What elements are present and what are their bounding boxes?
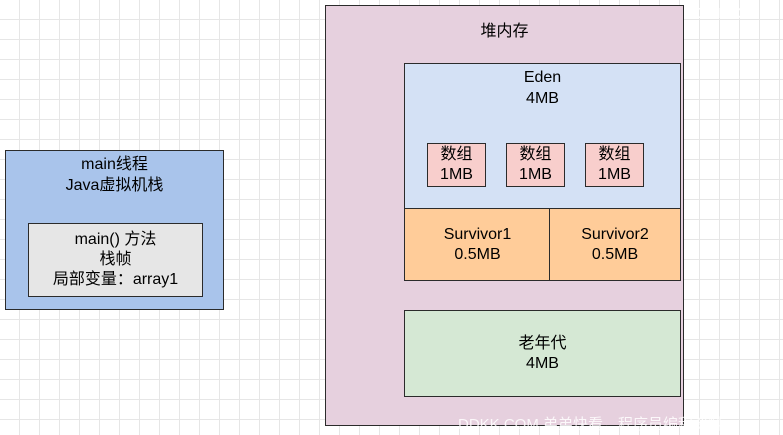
- stack-frame-box: main() 方法 栈帧 局部变量：array1: [28, 223, 203, 297]
- array-box-2: 数组 1MB: [506, 143, 565, 187]
- array-size: 1MB: [440, 166, 473, 183]
- frame-method-label: main() 方法: [74, 231, 157, 248]
- watermark-top: DDKK.CO: [683, 5, 760, 22]
- array-box-1: 数组 1MB: [427, 143, 486, 187]
- main-thread-title: main线程 Java虚拟机栈: [6, 154, 223, 196]
- array-label: 数组: [598, 146, 631, 163]
- heap-title: 堆内存: [480, 23, 529, 40]
- array-box-3: 数组 1MB: [585, 143, 644, 187]
- survivor1-label: Survivor1: [443, 225, 512, 243]
- jvm-stack-label: Java虚拟机栈: [65, 177, 164, 194]
- thread-label: main线程: [81, 156, 148, 173]
- eden-label: Eden: [523, 69, 562, 86]
- frame-local-var-label: 局部变量：array1: [52, 271, 179, 288]
- eden-size: 4MB: [526, 90, 559, 107]
- eden-box: Eden 4MB: [404, 63, 681, 210]
- survivor2-label: Survivor2: [581, 225, 649, 243]
- old-gen-size: 4MB: [526, 354, 559, 372]
- frame-label: 栈帧: [99, 251, 132, 268]
- array-label: 数组: [440, 146, 473, 163]
- old-gen-label: 老年代: [518, 334, 567, 352]
- eden-title: Eden 4MB: [405, 67, 680, 109]
- survivor2-size: 0.5MB: [591, 245, 639, 263]
- array-size: 1MB: [598, 166, 631, 183]
- old-generation-box: 老年代 4MB: [404, 310, 681, 397]
- survivor2-box: Survivor2 0.5MB: [549, 208, 681, 281]
- survivor1-size: 0.5MB: [454, 245, 501, 263]
- array-label: 数组: [519, 146, 552, 163]
- watermark-bottom: DDKK.COM 弟弟快看，程序员编程资料: [458, 416, 724, 433]
- array-size: 1MB: [519, 166, 552, 183]
- survivor1-box: Survivor1 0.5MB: [404, 208, 551, 281]
